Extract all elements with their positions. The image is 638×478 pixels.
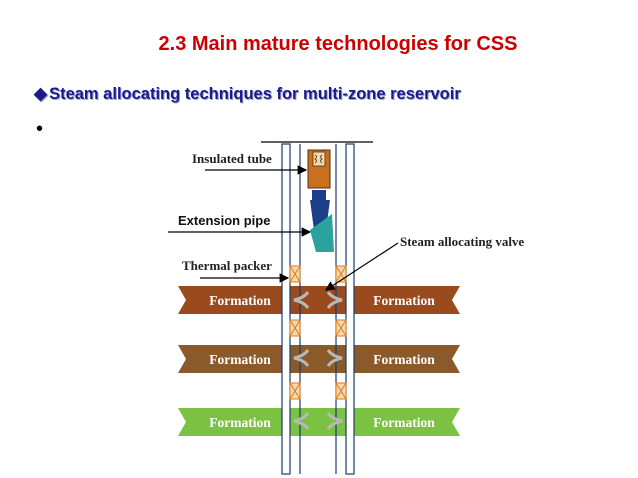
empty-bullet-icon: • bbox=[36, 118, 44, 140]
formation-band-3: Formation Formation bbox=[178, 408, 460, 436]
packer-x-icon bbox=[335, 319, 347, 337]
formation-band-2-shape bbox=[178, 345, 460, 373]
steam-valve-icon bbox=[326, 291, 343, 309]
packer-x-icon bbox=[289, 265, 301, 283]
steam-valve-icon bbox=[293, 291, 310, 309]
formation-1-left-label: Formation bbox=[209, 293, 271, 308]
packer-x-icon bbox=[289, 319, 301, 337]
formation-3-left-label: Formation bbox=[209, 415, 271, 430]
formation-1-right-label: Formation bbox=[373, 293, 435, 308]
extension-pipe-teal bbox=[310, 214, 334, 252]
slide-title: 2.3 Main mature technologies for CSS bbox=[158, 33, 518, 55]
formation-2-left-label: Formation bbox=[209, 352, 271, 367]
steam-valve-arrow bbox=[324, 242, 399, 291]
steam-valve-icon bbox=[326, 349, 343, 367]
outer-casing-right-wall bbox=[345, 143, 355, 475]
formation-3-right-label: Formation bbox=[373, 415, 435, 430]
steam-valve-label: Steam allocating valve bbox=[400, 234, 524, 249]
packer-x-icon bbox=[335, 265, 347, 283]
extension-pipe-top bbox=[312, 190, 326, 200]
steam-valve-icon bbox=[293, 349, 310, 367]
steam-valve-icon bbox=[326, 412, 343, 430]
insulated-tube-label: Insulated tube bbox=[192, 151, 272, 166]
outer-casing bbox=[281, 143, 355, 475]
formation-band-1-shape bbox=[178, 286, 460, 314]
steam-valve-icon bbox=[293, 412, 310, 430]
extension-pipe-label: Extension pipe bbox=[178, 213, 270, 228]
insulated-tool-coil bbox=[314, 154, 323, 164]
insulated-tube-tool bbox=[307, 149, 331, 189]
steam-valves bbox=[293, 291, 343, 430]
formation-band-2: Formation Formation bbox=[178, 345, 460, 373]
thermal-packer-label: Thermal packer bbox=[182, 258, 272, 273]
packer-x-icon bbox=[335, 382, 347, 400]
thermal-packers bbox=[289, 265, 347, 400]
formation-band-1: Formation Formation bbox=[178, 286, 460, 314]
bullet-heading-text: Steam allocating techniques for multi-zo… bbox=[49, 85, 461, 103]
diamond-bullet-icon: ◆ bbox=[34, 84, 48, 103]
bullet-heading: ◆Steam allocating techniques for multi-z… bbox=[34, 84, 461, 104]
outer-casing-left-wall bbox=[281, 143, 291, 475]
packer-x-icon bbox=[289, 382, 301, 400]
formation-2-right-label: Formation bbox=[373, 352, 435, 367]
formation-band-3-shape bbox=[178, 408, 460, 436]
extension-pipe-tool bbox=[310, 190, 334, 252]
